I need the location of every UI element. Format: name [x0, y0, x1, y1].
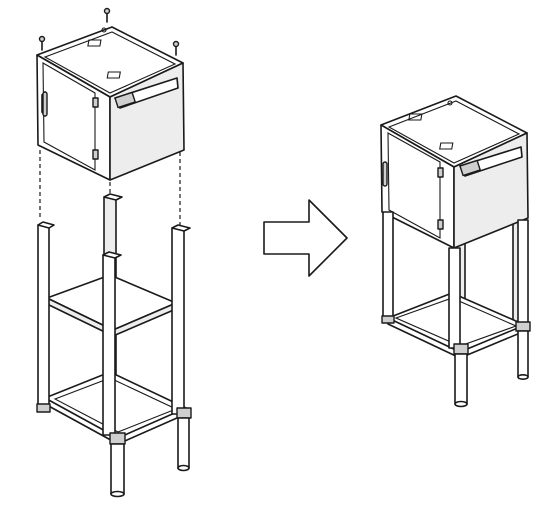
assembled-unit-icon	[380, 95, 531, 408]
right-arrow-icon	[263, 199, 348, 277]
screw-icon	[172, 40, 180, 56]
cabinet-box-icon	[36, 26, 185, 181]
cabinet-box-icon	[380, 95, 529, 249]
screw-icon	[103, 7, 111, 23]
screw-icon	[38, 35, 46, 51]
stand-frame-icon	[36, 193, 192, 498]
alignment-guides	[39, 150, 181, 225]
stand-frame-icon	[381, 211, 531, 408]
exploded-assembly-icon	[36, 7, 192, 498]
